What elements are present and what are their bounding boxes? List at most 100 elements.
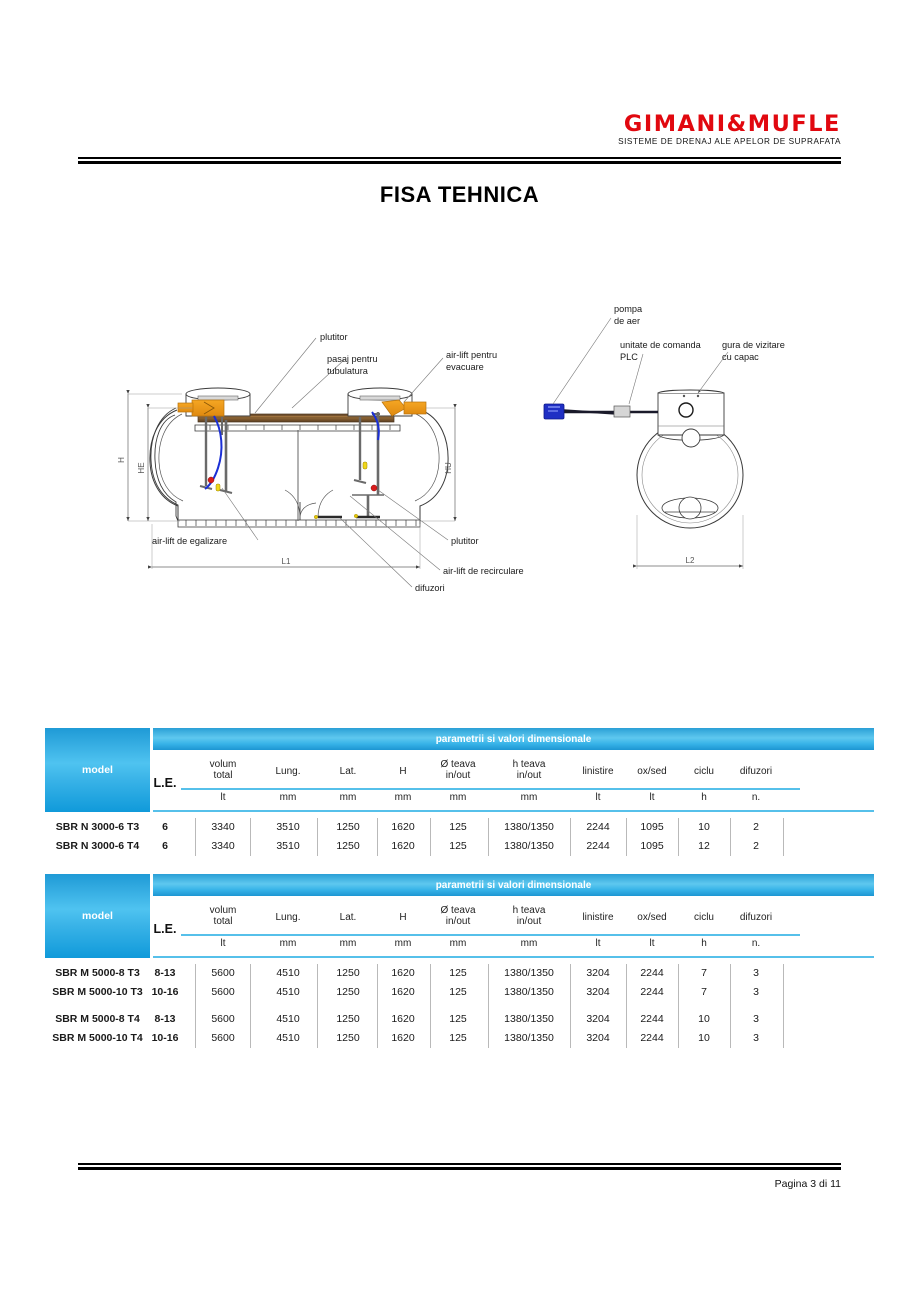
column-divider <box>626 964 627 1048</box>
column-divider <box>730 818 731 856</box>
cell-le: 8-13 <box>154 967 176 979</box>
cell-value: 5600 <box>211 1032 235 1044</box>
table-banner: parametrii si valori dimensionale <box>153 728 874 750</box>
cell-value: 4510 <box>276 986 300 998</box>
cell-value: 1620 <box>391 967 415 979</box>
column-header-le: L.E. <box>153 776 177 790</box>
cell-value: 1250 <box>336 986 360 998</box>
column-unit: lt <box>649 792 655 803</box>
cell-value: 3 <box>753 1013 759 1025</box>
cell-value: 3204 <box>586 1032 610 1044</box>
cell-value: 1095 <box>640 840 664 852</box>
column-divider <box>570 818 571 856</box>
cell-value: 3204 <box>586 967 610 979</box>
header-rule-upper <box>181 788 800 790</box>
cell-value: 1250 <box>336 1032 360 1044</box>
cell-value: 1620 <box>391 1032 415 1044</box>
cell-le: 10-16 <box>151 986 179 998</box>
cell-model: SBR M 5000-10 T3 <box>52 986 143 998</box>
model-column-header: model <box>45 728 150 812</box>
column-unit: mm <box>279 938 297 949</box>
callout-plutitor-top: plutitor <box>320 332 348 342</box>
cell-value: 2244 <box>640 1032 664 1044</box>
column-header: ox/sed <box>637 912 667 923</box>
column-header: difuzori <box>739 912 773 923</box>
cell-value: 1380/1350 <box>504 1013 554 1025</box>
column-divider <box>250 818 251 856</box>
column-divider <box>783 964 784 1048</box>
column-header: volum total <box>209 905 237 928</box>
column-header: Lung. <box>275 766 301 777</box>
column-unit: n. <box>751 938 761 949</box>
column-divider <box>626 818 627 856</box>
cell-value: 3204 <box>586 986 610 998</box>
cell-value: 2244 <box>640 1013 664 1025</box>
column-header: Lat. <box>339 766 357 777</box>
cell-value: 125 <box>449 986 467 998</box>
cell-value: 1380/1350 <box>504 821 554 833</box>
brand-logo: GIMANI&MUFLE SISTEME DE DRENAJ ALE APELO… <box>618 114 841 146</box>
header-rule-lower <box>153 810 874 812</box>
cell-le: 6 <box>162 840 168 852</box>
column-unit: lt <box>649 938 655 949</box>
cell-value: 7 <box>701 986 707 998</box>
cell-le: 8-13 <box>154 1013 176 1025</box>
column-divider <box>250 964 251 1048</box>
column-unit: mm <box>339 792 357 803</box>
cell-value: 1250 <box>336 1013 360 1025</box>
cell-value: 2244 <box>640 967 664 979</box>
callout-airlift-evacuare-line1: air-lift pentru <box>446 350 497 360</box>
column-header: linistire <box>582 912 614 923</box>
footer-divider-rule <box>78 1163 841 1170</box>
column-divider <box>488 964 489 1048</box>
column-header: Lat. <box>339 912 357 923</box>
callout-airlift-evacuare-line2: evacuare <box>446 362 484 372</box>
cell-value: 3 <box>753 1032 759 1044</box>
column-header: Ø teava in/out <box>440 759 476 782</box>
cell-value: 1250 <box>336 821 360 833</box>
cell-value: 1250 <box>336 967 360 979</box>
cell-value: 1380/1350 <box>504 840 554 852</box>
callout-airlift-recirculare: air-lift de recirculare <box>443 566 524 576</box>
cell-le: 6 <box>162 821 168 833</box>
column-header-le: L.E. <box>153 922 177 936</box>
column-divider <box>783 818 784 856</box>
cell-value: 1250 <box>336 840 360 852</box>
cell-model: SBR M 5000-10 T4 <box>52 1032 143 1044</box>
cell-value: 4510 <box>276 1032 300 1044</box>
column-divider <box>730 964 731 1048</box>
cell-value: 10 <box>698 1032 710 1044</box>
cell-value: 3340 <box>211 840 235 852</box>
cell-model: SBR M 5000-8 T4 <box>55 1013 140 1025</box>
cell-value: 125 <box>449 821 467 833</box>
column-unit: mm <box>449 938 467 949</box>
callout-difuzori: difuzori <box>415 583 445 593</box>
column-header: volum total <box>209 759 237 782</box>
column-unit: lt <box>220 792 226 803</box>
callout-plutitor-right: plutitor <box>451 536 479 546</box>
cell-value: 3204 <box>586 1013 610 1025</box>
cell-value: 2244 <box>586 821 610 833</box>
column-header: ox/sed <box>637 766 667 777</box>
header-rule-upper <box>181 934 800 936</box>
cell-le: 10-16 <box>151 1032 179 1044</box>
cell-value: 5600 <box>211 1013 235 1025</box>
cell-value: 1380/1350 <box>504 1032 554 1044</box>
column-header: h teava in/out <box>512 905 546 928</box>
cell-value: 10 <box>698 1013 710 1025</box>
cell-value: 2 <box>753 821 759 833</box>
callout-pasaj-line1: pasaj pentru <box>327 354 378 364</box>
cell-value: 125 <box>449 1013 467 1025</box>
table-banner: parametrii si valori dimensionale <box>153 874 874 896</box>
